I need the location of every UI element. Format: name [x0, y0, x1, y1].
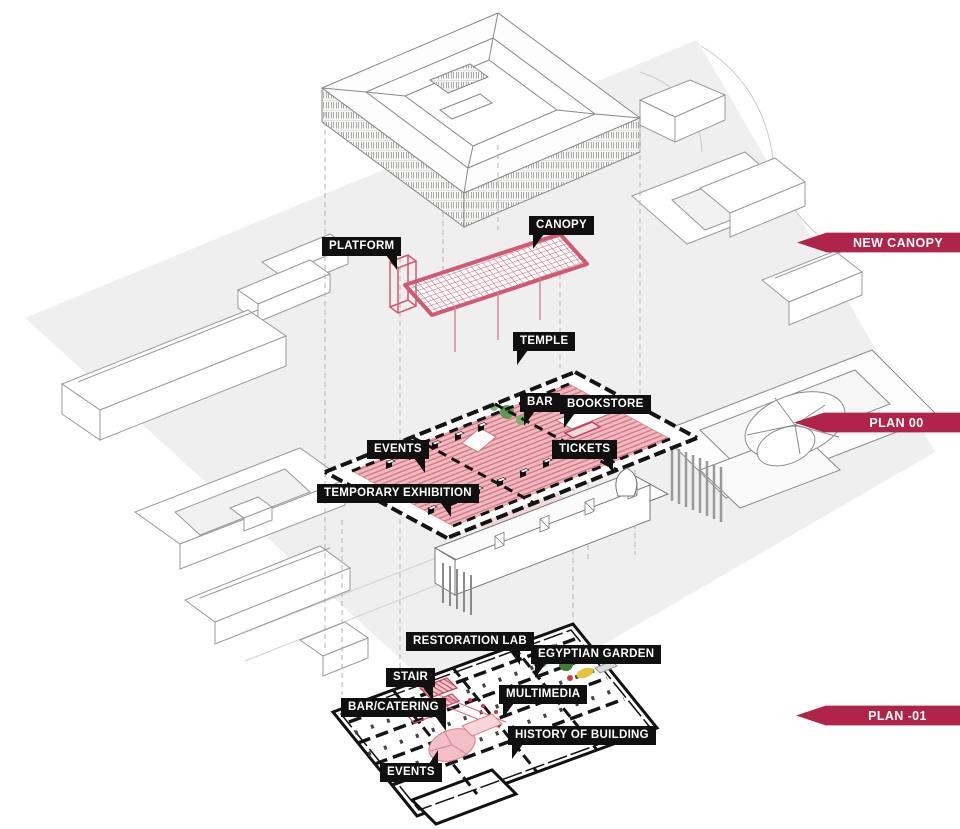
- label-history-of-building-text: HISTORY OF BUILDING: [515, 729, 649, 741]
- label-events-text: EVENTS: [374, 443, 422, 455]
- pointer-icon: [508, 650, 520, 665]
- pointer-icon: [413, 458, 425, 473]
- label-multimedia: MULTIMEDIA: [499, 685, 588, 718]
- banner-plan-m01: PLAN -01: [796, 705, 960, 726]
- label-bar-catering-text: BAR/CATERING: [348, 701, 439, 713]
- pointer-icon: [564, 413, 575, 428]
- label-canopy: CANOPY: [529, 216, 595, 249]
- pointer-icon: [503, 703, 514, 718]
- label-restoration-lab-text: RESTORATION LAB: [413, 635, 527, 647]
- label-events-m01-text: EVENTS: [387, 766, 435, 778]
- banner-new-canopy: NEW CANOPY: [797, 232, 960, 253]
- label-multimedia-text: MULTIMEDIA: [506, 688, 581, 700]
- pointer-icon: [386, 255, 398, 270]
- label-events-plan00: EVENTS: [367, 440, 429, 473]
- label-bookstore: BOOKSTORE: [560, 395, 651, 428]
- pointer-icon: [512, 744, 523, 759]
- label-egyptian-garden-text: EGYPTIAN GARDEN: [538, 648, 655, 660]
- pointer-icon: [422, 686, 434, 701]
- label-platform: PLATFORM: [322, 237, 402, 270]
- label-bar-catering: BAR/CATERING: [341, 698, 446, 731]
- label-temple-text: TEMPLE: [520, 335, 569, 347]
- label-events-plan-m01: EVENTS: [380, 750, 442, 782]
- label-temporary-exhibition-text: TEMPORARY EXHIBITION: [324, 487, 472, 499]
- context-buildings: [60, 79, 863, 677]
- label-canopy-text: CANOPY: [536, 219, 588, 231]
- pointer-icon: [439, 502, 451, 517]
- label-temporary-exhibition: TEMPORARY EXHIBITION: [317, 484, 479, 517]
- label-bar-text: BAR: [527, 396, 553, 408]
- pointer-icon: [535, 663, 546, 678]
- pointer-icon: [602, 458, 614, 473]
- canopy-grid: [403, 232, 589, 352]
- label-platform-text: PLATFORM: [329, 240, 395, 252]
- banner-plan-00: PLAN 00: [794, 412, 960, 433]
- label-stair: STAIR: [386, 668, 436, 701]
- label-tickets: TICKETS: [552, 440, 618, 473]
- label-stair-text: STAIR: [393, 671, 429, 683]
- label-egyptian-garden: EGYPTIAN GARDEN: [531, 645, 662, 678]
- pointer-icon: [533, 234, 544, 249]
- pointer-icon: [434, 716, 446, 731]
- label-tickets-text: TICKETS: [559, 443, 611, 455]
- label-history-of-building: HISTORY OF BUILDING: [508, 726, 656, 759]
- church-building: [433, 467, 670, 615]
- label-bookstore-text: BOOKSTORE: [567, 398, 644, 410]
- label-temple: TEMPLE: [513, 332, 576, 365]
- pointer-icon: [428, 750, 438, 764]
- label-restoration-lab: RESTORATION LAB: [406, 632, 534, 665]
- pointer-icon: [517, 350, 528, 365]
- palace-building: [321, 12, 641, 228]
- pointer-icon: [524, 411, 535, 426]
- label-bar: BAR: [520, 393, 560, 426]
